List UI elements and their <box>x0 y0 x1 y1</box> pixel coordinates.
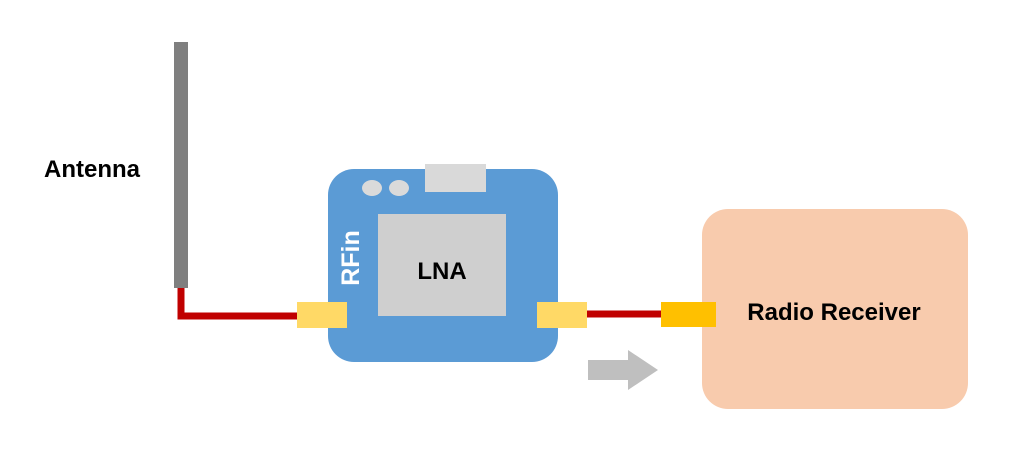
lna-label: LNA <box>417 258 466 285</box>
radio-receiver-label: Radio Receiver <box>747 299 920 326</box>
radio-receiver-box <box>702 209 968 409</box>
receiver-connector <box>661 302 716 327</box>
antenna-label: Antenna <box>44 156 141 183</box>
antenna-rod <box>174 42 188 288</box>
lna-chip <box>378 214 506 316</box>
right-arrow-icon <box>588 350 658 390</box>
antenna-cable <box>177 288 298 320</box>
board-hole <box>389 180 409 196</box>
rf-in-label: RFin <box>337 230 365 286</box>
output-connector <box>537 302 587 328</box>
input-connector <box>297 302 347 328</box>
board-hole <box>362 180 382 196</box>
usb-port <box>425 164 486 192</box>
